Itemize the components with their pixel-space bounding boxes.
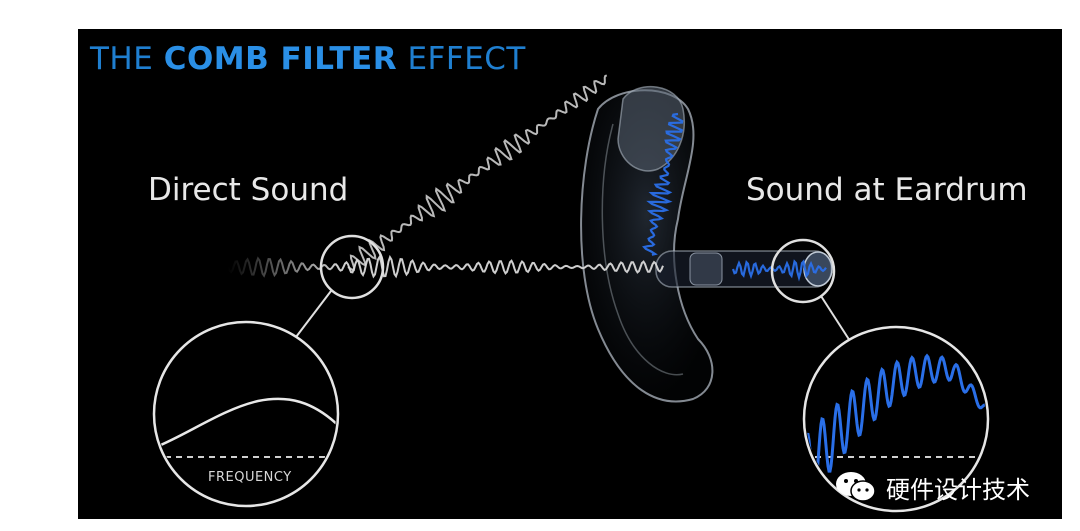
reflected-blue-wave — [642, 112, 684, 256]
ear-illustration — [580, 85, 833, 403]
diagram-title: THE COMB FILTER EFFECT — [90, 41, 526, 77]
diagram-artwork — [152, 74, 990, 513]
watermark: 硬件设计技术 — [834, 469, 1030, 505]
title-prefix: THE — [90, 41, 164, 77]
magnifier-eardrum — [770, 238, 990, 513]
direct-sound-label: Direct Sound — [148, 172, 349, 208]
reflected-wave — [347, 74, 608, 272]
sound-waves — [227, 74, 827, 282]
eardrum-blue-wave — [731, 259, 827, 282]
title-emphasis: COMB FILTER — [163, 41, 398, 77]
direct-wave — [227, 254, 664, 279]
comb-filter-diagram: THE COMB FILTER EFFECT Direct Sound Soun… — [78, 29, 1062, 519]
frequency-axis-label: FREQUENCY — [208, 470, 292, 485]
comb-response-curve — [806, 353, 986, 493]
magnifier-direct — [152, 234, 385, 508]
title-suffix: EFFECT — [397, 41, 526, 77]
watermark-text: 硬件设计技术 — [886, 475, 1030, 504]
direct-frequency-response — [156, 397, 336, 458]
wechat-icon — [836, 472, 876, 502]
eardrum-frequency-response — [806, 353, 986, 493]
eardrum-sound-label: Sound at Eardrum — [746, 172, 1028, 208]
